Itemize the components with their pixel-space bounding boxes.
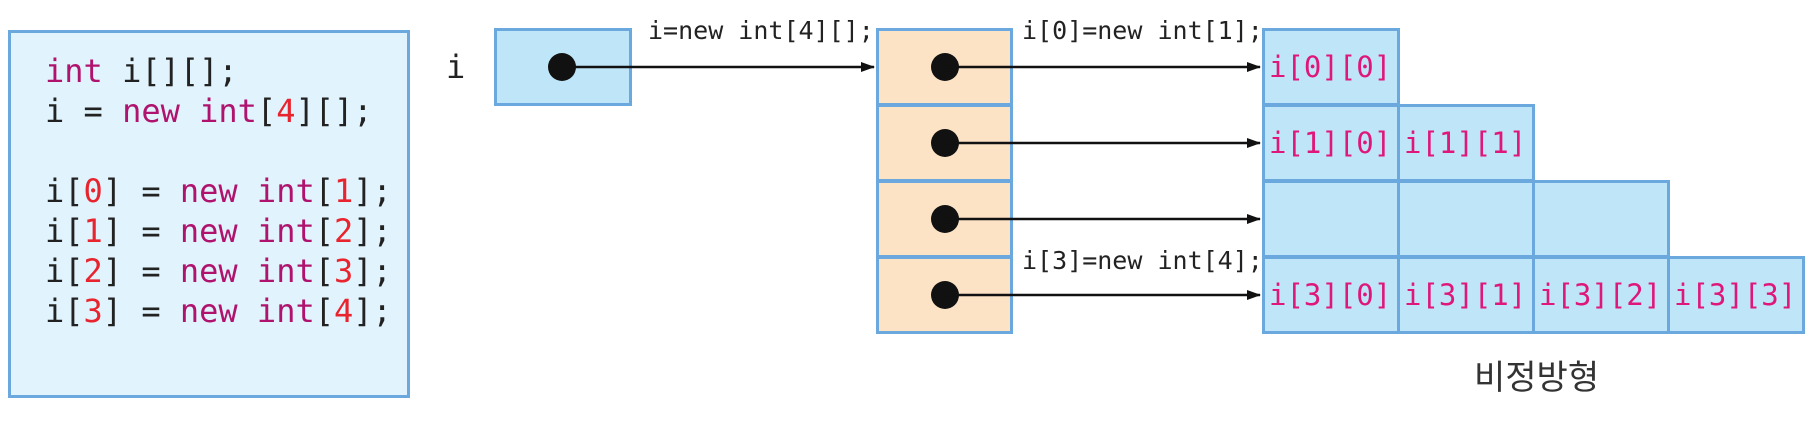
annotation-row0-alloc: i[0]=new int[1]; [1022,16,1263,45]
array-element-cell: i[1][0] [1262,104,1400,182]
code-text: [ [256,92,277,130]
code-keyword: new [179,252,238,290]
array-element-cell: i[1][1] [1397,104,1535,182]
code-number: 0 [83,172,103,210]
variable-label: i [446,48,466,86]
caption-non-rectangular: 비정방형 [1474,358,1600,398]
code-line: i[0] = new int[1]; [45,171,392,211]
code-text: [ [314,252,334,290]
code-keyword: int [256,212,315,250]
reference-variable-box [494,28,632,106]
code-number: 2 [83,252,103,290]
code-text: ]; [353,212,392,250]
code-text: ]; [353,292,392,330]
array-element-cell [1532,180,1670,258]
code-line: i[2] = new int[3]; [45,251,392,291]
code-line: int i[][]; [45,51,238,91]
code-number: 4 [333,292,354,330]
code-text: ][]; [295,92,373,130]
code-number: 1 [83,212,103,250]
code-text: ]; [353,172,392,210]
code-text [238,212,257,250]
code-keyword: new [179,292,238,330]
code-keyword: int [256,252,315,290]
code-line: i[1] = new int[2]; [45,211,392,251]
row-reference-cell [876,104,1013,182]
code-text: ] = [102,292,180,330]
code-keyword: int [256,292,315,330]
code-keyword: new [122,92,180,130]
code-number: 1 [333,172,354,210]
code-line: i[3] = new int[4]; [45,291,392,331]
array-element-cell: i[3][1] [1397,256,1535,334]
code-text: i[ [45,172,84,210]
array-element-cell: i[3][0] [1262,256,1400,334]
array-element-cell [1397,180,1535,258]
code-panel: int i[][];i = new int[4][];i[0] = new in… [8,30,410,398]
annotation-row3-alloc: i[3]=new int[4]; [1022,246,1263,275]
code-number: 4 [276,92,296,130]
code-text: i = [45,92,123,130]
array-element-cell [1262,180,1400,258]
code-keyword: int [45,52,103,90]
row-reference-cell [876,180,1013,258]
annotation-outer-alloc: i=new int[4][]; [648,16,874,45]
code-keyword: int [199,92,257,130]
code-line: i = new int[4][]; [45,91,373,131]
code-number: 3 [333,252,354,290]
code-text: [ [314,292,334,330]
code-text: [ [314,172,334,210]
code-text [238,172,257,210]
code-text: i[][]; [102,52,238,90]
code-text: [ [314,212,334,250]
row-reference-cell [876,28,1013,106]
code-text [180,92,199,130]
row-reference-cell [876,256,1013,334]
code-keyword: int [256,172,315,210]
array-element-cell: i[0][0] [1262,28,1400,106]
code-text: ] = [102,172,180,210]
code-text [238,292,257,330]
code-text: ]; [353,252,392,290]
code-text: i[ [45,252,84,290]
code-text: ] = [102,252,180,290]
array-element-cell: i[3][3] [1667,256,1805,334]
code-text: i[ [45,212,84,250]
code-text [238,252,257,290]
code-text: i[ [45,292,84,330]
code-keyword: new [179,212,238,250]
code-keyword: new [179,172,238,210]
code-number: 2 [333,212,354,250]
code-number: 3 [83,292,103,330]
array-element-cell: i[3][2] [1532,256,1670,334]
code-text: ] = [102,212,180,250]
